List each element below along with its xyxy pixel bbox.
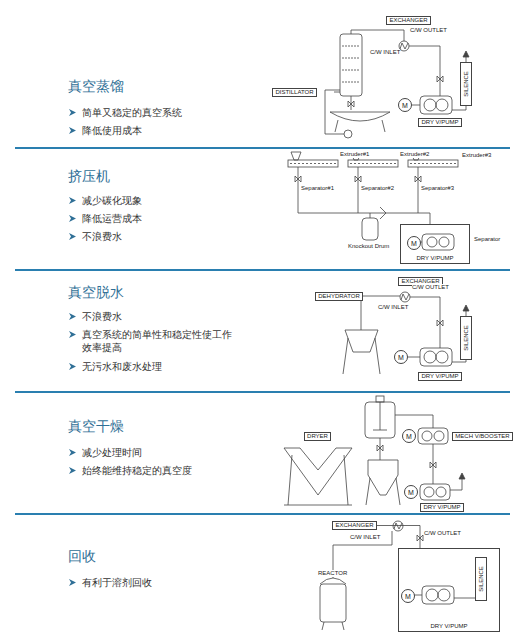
node-text: M: [411, 240, 417, 247]
motor-circle: M: [394, 350, 408, 364]
node-text: DRY V/PUMP: [423, 504, 460, 511]
motor-circle: M: [398, 98, 412, 112]
bullet-text: 始终能维持稳定的真空度: [82, 464, 232, 477]
section-heading: 挤压机: [68, 168, 110, 186]
silencer-box: SILENCE: [475, 557, 487, 601]
node-text: EXCHANGER: [389, 17, 427, 24]
part-label: Separator: [474, 236, 500, 243]
dehydration-plant: [343, 292, 469, 374]
bullet-marker: [68, 466, 77, 475]
silencer-box: SILENCE: [460, 316, 472, 360]
bullet-marker: [68, 232, 77, 241]
part-label: C/W OUTLET: [424, 530, 461, 537]
node-text: DRY V/PUMP: [416, 255, 453, 261]
section-heading: 回收: [68, 548, 96, 566]
part-label: C/W INLET: [350, 534, 380, 541]
bullet-marker: [68, 108, 77, 117]
bullet-marker: [68, 312, 77, 321]
part-label: C/W INLET: [378, 304, 408, 311]
bullet-text: 简单又稳定的真空系统: [82, 106, 232, 119]
node-text: DRY V/PUMP: [421, 119, 458, 126]
bullet-marker: [68, 214, 77, 223]
bullet-marker: [68, 126, 77, 135]
node-text: DRY V/PUMP: [421, 373, 458, 380]
equipment-tag: EXCHANGER: [386, 16, 431, 25]
node-text: M: [406, 433, 412, 440]
bullet-text: 减少处理时间: [82, 446, 232, 459]
bullet-text: 有利于溶剂回收: [82, 576, 232, 589]
bullet-text: 不浪费水: [82, 310, 232, 323]
drying-plant: [284, 396, 465, 505]
section-rules: [15, 148, 510, 514]
silencer-box: SILENCE: [460, 62, 472, 106]
bullet-marker: [68, 578, 77, 587]
section-heading: 真空干燥: [68, 418, 124, 436]
part-label: Extruder#1: [340, 151, 369, 158]
part-label: Knockout Drum: [348, 243, 389, 250]
part-label: C/W OUTLET: [410, 27, 447, 34]
node-text: MECH V/BOOSTER: [455, 433, 509, 440]
equipment-tag: EXCHANGER: [332, 521, 377, 530]
node-text: M: [405, 593, 411, 600]
node-text: M: [408, 489, 414, 496]
bullet-marker: [68, 196, 77, 205]
equipment-tag: MECH V/BOOSTER: [452, 432, 513, 441]
part-label: Extruder#2: [400, 151, 429, 158]
equipment-tag: DEHYDRATOR: [315, 292, 363, 301]
node-text: M: [402, 102, 408, 109]
part-label: Separator#3: [421, 185, 454, 192]
pump-enclosure: DRY V/PUMP SILENCE M: [398, 548, 500, 632]
distillation-plant: [325, 30, 469, 138]
bullet-marker: [68, 448, 77, 457]
bullet-marker: [68, 362, 77, 371]
bullet-marker: [68, 330, 77, 339]
node-text: SILENCE: [463, 325, 469, 351]
part-label: Extruder#3: [462, 152, 491, 159]
part-label: Separator#2: [361, 185, 394, 192]
section-heading: 真空蒸馏: [68, 78, 124, 96]
motor-circle: M: [404, 485, 418, 499]
equipment-tag: DRY V/PUMP: [418, 118, 462, 127]
node-text: EXCHANGER: [335, 522, 373, 529]
motor-circle: M: [402, 429, 416, 443]
bullet-text: 降低运营成本: [82, 212, 232, 225]
part-label: REACTOR: [318, 570, 347, 577]
bullet-text: 真空系统的简单性和稳定性使工作效率提高: [82, 328, 232, 354]
part-label: Separator#1: [301, 185, 334, 192]
part-label: C/W INLET: [370, 49, 400, 56]
node-text: DRY V/PUMP: [430, 623, 467, 629]
part-label: C/W OUTLET: [412, 284, 449, 291]
section-heading: 真空脱水: [68, 284, 124, 302]
node-text: DRYER: [307, 433, 328, 440]
node-text: DEHYDRATOR: [318, 293, 359, 300]
node-text: M: [398, 354, 404, 361]
bullet-text: 不浪费水: [82, 230, 232, 243]
bullet-text: 减少碳化现象: [82, 194, 232, 207]
equipment-tag: DRYER: [304, 432, 331, 441]
node-text: SILENCE: [478, 566, 484, 592]
bullet-text: 降低使用成本: [82, 124, 232, 137]
node-text: DISTILLATOR: [275, 89, 313, 96]
equipment-tag: DRY V/PUMP: [420, 503, 464, 512]
equipment-tag: DISTILLATOR: [272, 88, 317, 97]
pipe-connector: [377, 526, 420, 549]
extruder-line: [288, 152, 458, 250]
node-text: SILENCE: [463, 71, 469, 97]
bullet-text: 无污水和废水处理: [82, 360, 232, 373]
motor-circle: M: [407, 236, 421, 250]
equipment-tag: DRY V/PUMP: [418, 372, 462, 381]
pump-enclosure: DRY V/PUMP M: [400, 224, 470, 264]
motor-circle: M: [401, 589, 415, 603]
